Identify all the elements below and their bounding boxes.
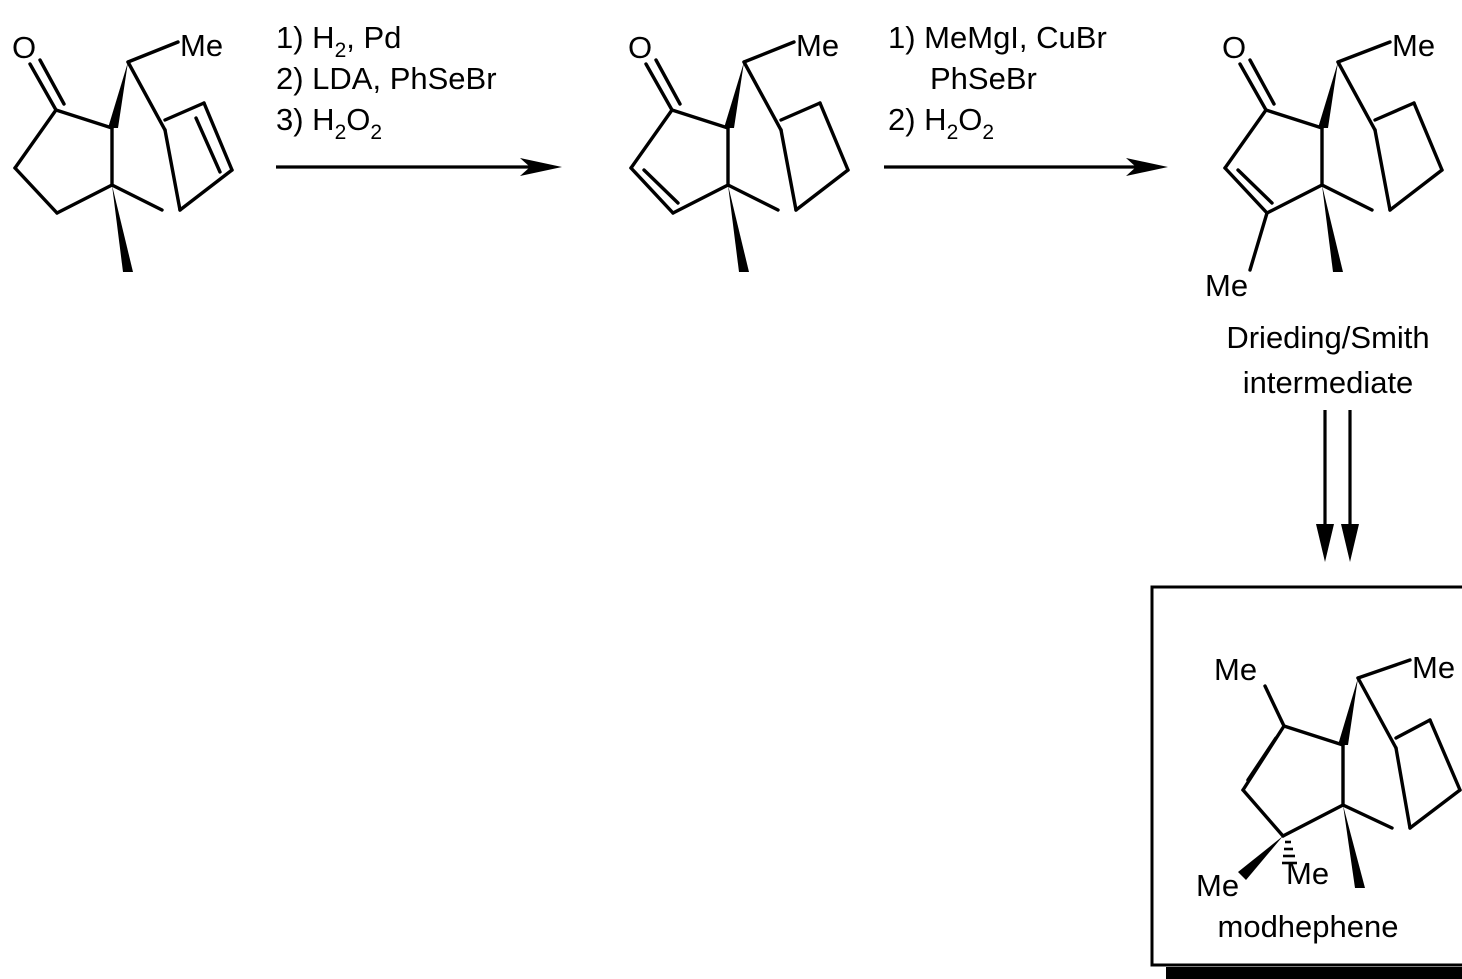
condition-line-2: 2) LDA, PhSeBr [276,61,497,96]
wedge-bond [1318,62,1338,128]
box-frame [1150,585,1462,967]
wedge-bond [112,185,133,272]
atom-methyl: Me [1392,28,1435,63]
step1-conditions: 1) H2, Pd 2) LDA, PhSeBr 3) H2O2 [276,20,497,144]
atom-oxygen: O [1222,30,1246,65]
product-box: Me Me Me Me [1150,585,1462,979]
wedge-bond [1338,678,1358,745]
atom-methyl: Me [796,28,839,63]
atom-methyl: Me [1286,856,1329,891]
condition-line-3: 2) H2O2 [888,102,994,144]
wedge-bond [724,62,744,128]
intermediate-label-line-2: intermediate [1243,365,1414,400]
bond-skeleton [1223,40,1444,272]
step2-conditions: 1) MeMgI, CuBr PhSeBr 2) H2O2 [888,20,1107,144]
wedge-bond [108,62,128,128]
condition-line-3: 3) H2O2 [276,102,382,144]
intermediate-label-line-1: Drieding/Smith [1226,320,1429,355]
reaction-arrow-1 [276,158,562,176]
box-shadow [1166,967,1462,979]
atom-methyl: Me [1412,650,1455,685]
reaction-arrow-2 [884,158,1168,176]
bond-skeleton [13,40,234,215]
molecule-intermediate: O Me Me Drieding/Smith intermediate [1205,28,1444,400]
bond-skeleton [1241,658,1462,838]
atom-methyl: Me [180,28,223,63]
hashed-bond [1282,840,1297,865]
molecule-modhephene: Me Me Me Me [1196,650,1462,903]
molecule-enone: O Me [628,28,850,272]
molecule-starting-material: O Me [12,28,234,272]
atom-methyl: Me [1205,268,1248,303]
wedge-bond [728,185,749,272]
product-name: modhephene [1218,909,1399,944]
wedge-bond [1238,836,1283,880]
atom-oxygen: O [12,30,36,65]
wedge-bond [1343,805,1365,888]
wedge-bond [1322,185,1343,272]
condition-line-1: 1) H2, Pd [276,20,401,62]
atom-oxygen: O [628,30,652,65]
retro-double-arrow [1316,410,1359,562]
condition-line-2: PhSeBr [930,61,1037,96]
atom-methyl: Me [1214,652,1257,687]
condition-line-1: 1) MeMgI, CuBr [888,20,1107,55]
atom-methyl: Me [1196,868,1239,903]
bond-skeleton [629,40,850,215]
